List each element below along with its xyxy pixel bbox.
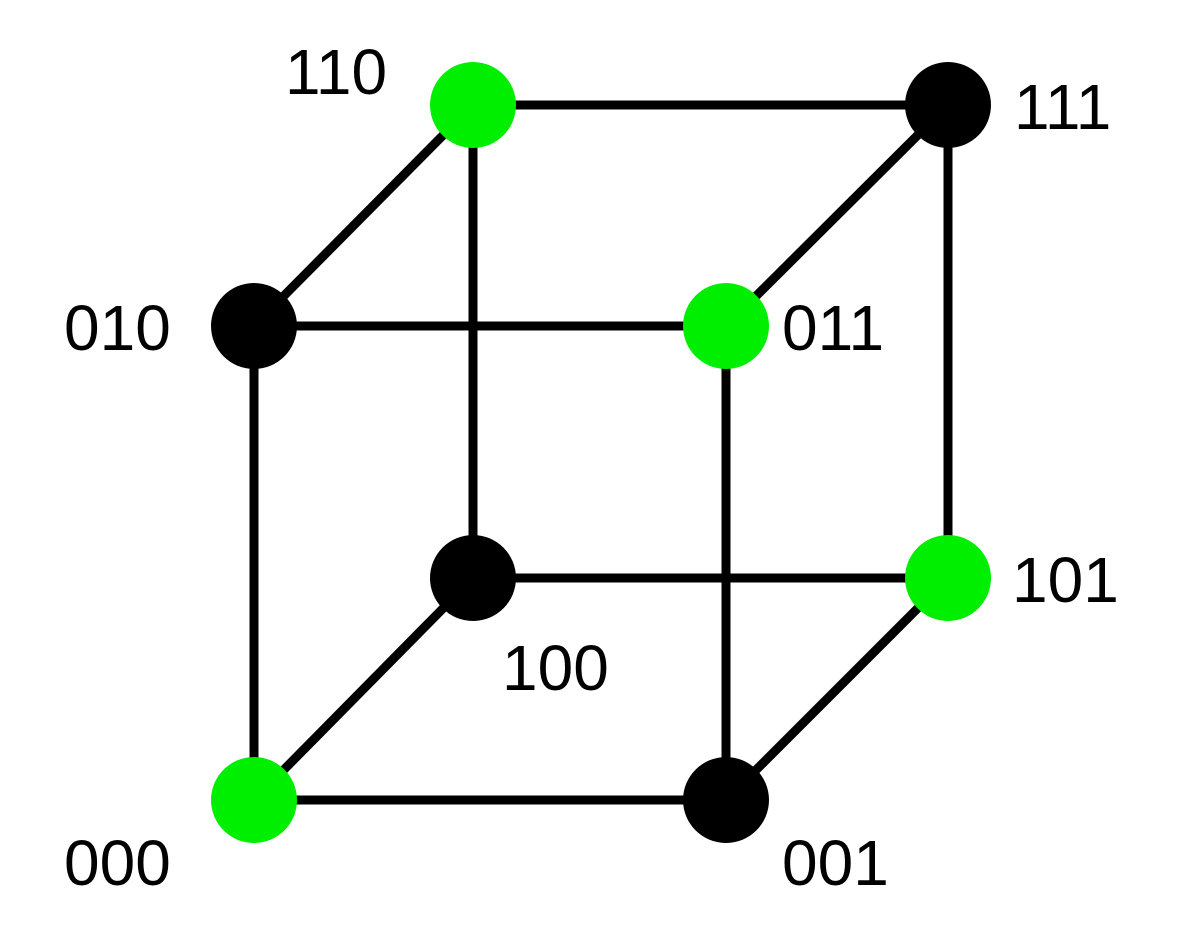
vertex-label-011: 011 — [782, 292, 884, 364]
vertex-label-100: 100 — [502, 632, 609, 704]
vertex-001 — [683, 757, 769, 843]
vertex-label-110: 110 — [285, 36, 387, 108]
vertex-label-101: 101 — [1012, 544, 1119, 616]
vertex-label-001: 001 — [782, 827, 889, 899]
vertex-100 — [430, 535, 516, 621]
vertex-label-010: 010 — [64, 292, 171, 364]
edge-011-111 — [722, 101, 952, 330]
edge-000-100 — [250, 574, 477, 804]
vertex-000-highlighted — [211, 757, 297, 843]
vertex-label-111: 111 — [1014, 71, 1111, 143]
edge-010-110 — [250, 101, 477, 330]
vertex-011-highlighted — [683, 283, 769, 369]
vertex-111 — [905, 62, 991, 148]
vertex-110-highlighted — [430, 62, 516, 148]
vertex-label-000: 000 — [64, 827, 171, 899]
labels-group: 000 001 010 011 100 101 110 111 — [64, 36, 1119, 899]
nodes-group — [211, 62, 991, 843]
edge-001-101 — [722, 574, 952, 804]
edges-group — [249, 100, 953, 805]
vertex-101-highlighted — [905, 535, 991, 621]
vertex-010 — [211, 283, 297, 369]
